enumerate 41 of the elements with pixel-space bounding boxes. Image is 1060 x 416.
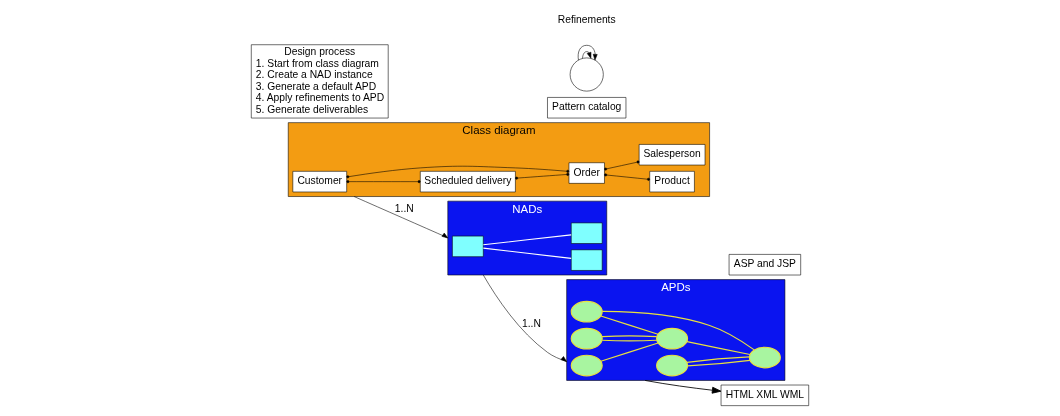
cluster: APDs	[566, 279, 786, 381]
node-box	[570, 222, 603, 244]
node-box: HTML XML WML	[720, 384, 809, 406]
connector	[600, 315, 659, 335]
connector	[604, 173, 650, 181]
edge-label: 1..N	[521, 318, 541, 330]
connector	[601, 310, 755, 351]
connector	[686, 341, 751, 356]
connector	[346, 165, 570, 179]
node-ellipse	[748, 346, 781, 369]
node-circle	[569, 57, 604, 92]
node-box	[452, 235, 484, 257]
node-box: Pattern catalog	[547, 97, 627, 119]
node-box: ASP and JSP	[728, 254, 801, 276]
arrow	[577, 45, 598, 61]
node-ellipse	[570, 327, 603, 350]
arrow	[644, 380, 722, 394]
connector	[346, 180, 421, 184]
connector	[601, 335, 658, 338]
edge-label: 1..N	[394, 203, 414, 215]
connector	[600, 342, 659, 362]
node-ellipse	[570, 354, 603, 377]
connector	[687, 359, 751, 367]
arrow	[582, 51, 592, 59]
arrow	[483, 274, 567, 362]
node-ellipse	[570, 300, 603, 323]
node-box: Scheduled delivery	[420, 171, 516, 193]
node-box	[570, 249, 603, 271]
cluster: NADs	[447, 200, 608, 276]
connector	[601, 339, 658, 342]
node-ellipse	[656, 327, 689, 350]
node-box: Design process 1. Start from class diagram 2. Create a NAD instance 3. Generate a default APD 4. Apply refinements to APD 5. Generate deliverables	[251, 44, 389, 119]
node-ellipse	[656, 354, 689, 377]
arrow	[353, 196, 449, 239]
connector	[515, 172, 570, 180]
connector	[482, 247, 572, 259]
label: Refinements	[557, 14, 616, 26]
node-box: Customer	[292, 171, 347, 193]
connector	[686, 356, 750, 363]
connector	[482, 234, 572, 246]
connector	[604, 160, 640, 171]
